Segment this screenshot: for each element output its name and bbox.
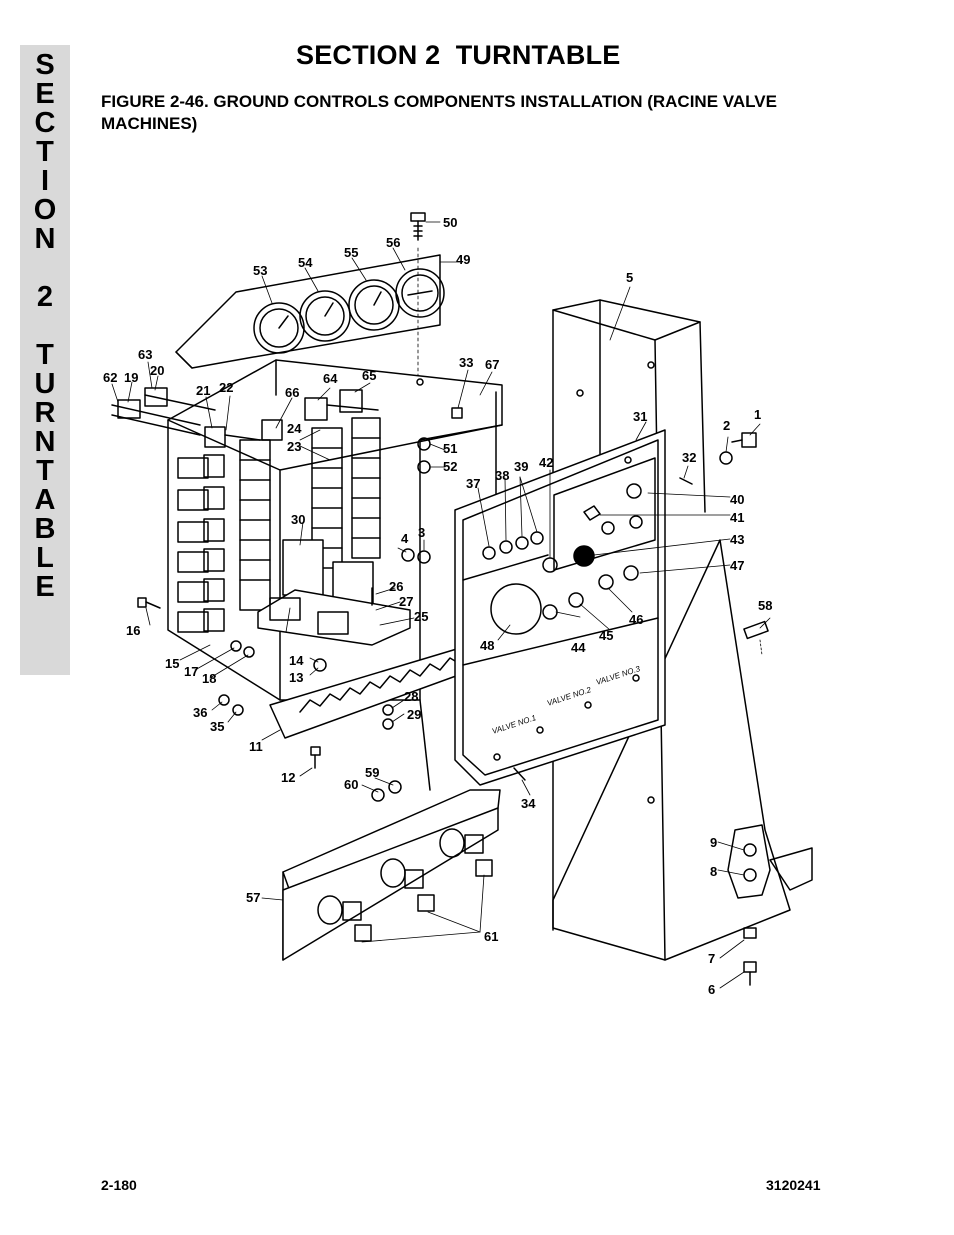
callout: 32 [682,450,696,465]
callout: 11 [249,739,263,754]
callout: 51 [443,441,457,456]
callout: 45 [599,628,613,643]
callout: 9 [710,835,717,850]
callout: 59 [365,765,379,780]
side-tab-letter: C [34,107,56,139]
side-tab-letter: U [34,368,56,400]
callout: 48 [480,638,494,653]
callout: 46 [629,612,643,627]
callout: 13 [289,670,303,685]
callout: 30 [291,512,305,527]
side-tab-letter: I [40,165,50,197]
callout: 34 [521,796,536,811]
callout: 60 [344,777,358,792]
callout: 37 [466,476,480,491]
callout: 63 [138,347,152,362]
side-tab-letter: R [34,397,56,429]
control-panel [454,429,666,786]
callout: 42 [539,455,553,470]
callout: 40 [730,492,744,507]
section-title: SECTION 2 TURNTABLE [296,40,621,70]
callout: 27 [399,594,413,609]
callout: 54 [298,255,313,270]
callout: 41 [730,510,744,525]
callout: 52 [443,459,457,474]
callout: 55 [344,245,358,260]
callout: 21 [196,383,210,398]
side-tab-letter: O [33,194,57,226]
callout: 62 [103,370,117,385]
callout: 36 [193,705,207,720]
callout: 26 [389,579,403,594]
side-tab-letter: E [35,571,55,603]
side-tab-letter: T [36,455,54,487]
callout: 22 [219,380,233,395]
side-tab-letter: L [36,542,54,574]
callout: 43 [730,532,744,547]
leader-lines [111,221,771,989]
relay-bank [177,454,225,633]
callout: 4 [401,531,409,546]
callout: 29 [407,707,421,722]
callout: 31 [633,409,647,424]
callout: 3 [418,525,425,540]
figure-title: FIGURE 2-46. GROUND CONTROLS COMPONENTS … [101,92,777,133]
bolt-50-icon [410,212,426,379]
terminal-strips [239,417,381,611]
document-number: 3120241 [766,1177,821,1193]
callout: 20 [150,363,164,378]
callout: 12 [281,770,295,785]
callout: 61 [484,929,498,944]
gauge-panel [175,254,445,369]
callout: 67 [485,357,499,372]
callout: 33 [459,355,473,370]
callout: 7 [708,951,715,966]
callout: 35 [210,719,224,734]
valve-manifold [282,789,501,961]
callout: 66 [285,385,299,400]
callout: 14 [289,653,304,668]
callout: 17 [184,664,198,679]
callout: 6 [708,982,715,997]
callout: 24 [287,421,302,436]
callout: 64 [323,371,338,386]
harness-connectors [111,387,379,448]
section-side-tab: S E C T I O N 2 T U R N T A B L E [20,45,70,675]
callout: 28 [404,689,418,704]
side-tab-letter: N [34,426,56,458]
callout: 65 [362,368,376,383]
callout: 8 [710,864,717,879]
callout: 25 [414,609,428,624]
callout: 19 [124,370,138,385]
callout: 56 [386,235,400,250]
side-tab-letter: E [35,78,55,110]
side-tab-letters: S E C T I O N 2 T U R N T A B L E [20,51,70,602]
callout: 18 [202,671,216,686]
callout: 15 [165,656,179,671]
callout: 38 [495,468,509,483]
side-tab-letter: 2 [36,281,54,313]
side-tab-letter: N [34,223,56,255]
callout: 53 [253,263,267,278]
callout: 50 [443,215,457,230]
callout: 44 [571,640,586,655]
side-tab-letter: S [35,49,55,81]
callout: 23 [287,439,301,454]
side-tab-letter: B [34,513,56,545]
page-number: 2-180 [101,1177,137,1193]
side-tab-letter: T [36,339,54,371]
callout: 58 [758,598,772,613]
callout: 1 [754,407,761,422]
callout: 47 [730,558,744,573]
callout: 5 [626,270,633,285]
side-tab-letter: A [34,484,56,516]
callout: 2 [723,418,730,433]
callout: 57 [246,890,260,905]
callout: 16 [126,623,140,638]
callout: 49 [456,252,470,267]
side-tab-letter: T [36,136,54,168]
callout: 39 [514,459,528,474]
callout-numbers: 1 2 3 4 5 6 7 8 9 11 12 13 14 15 16 17 1… [103,215,772,997]
